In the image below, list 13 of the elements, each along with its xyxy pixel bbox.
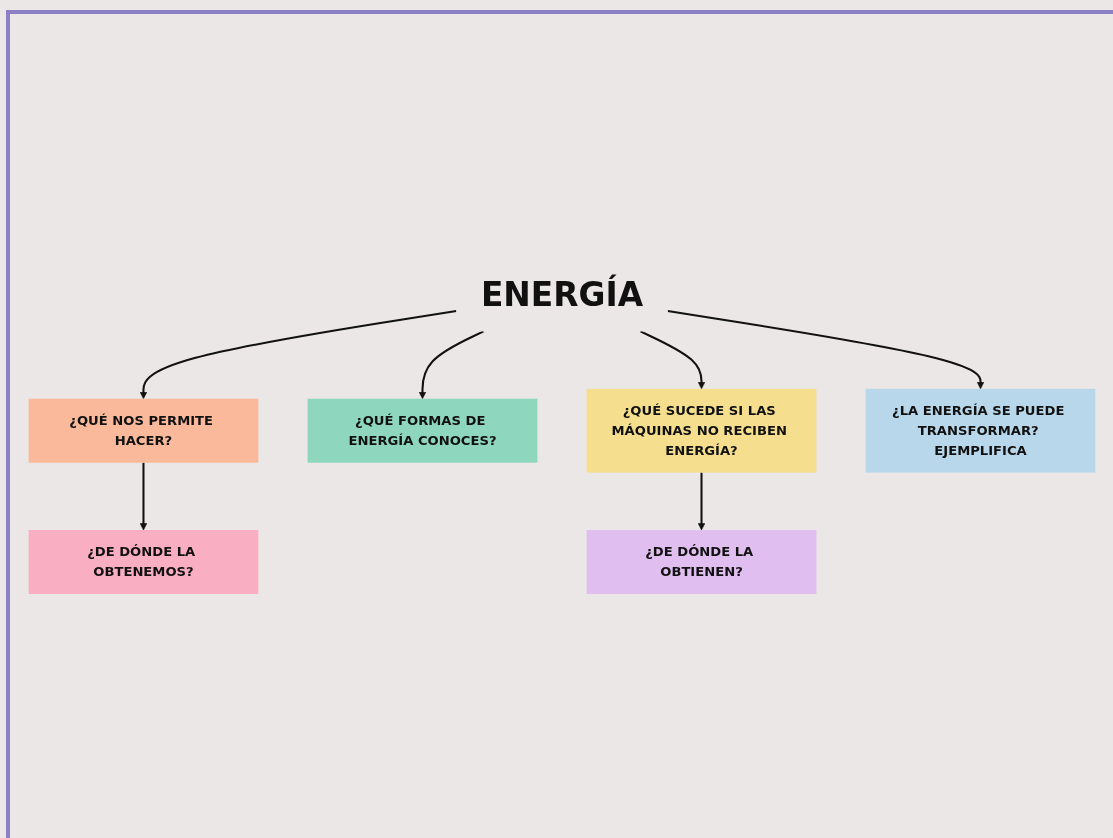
arrow [139,462,147,531]
node-box: ¿DE DÓNDE LA OBTIENEN? [586,530,816,595]
node-box: ¿DE DÓNDE LA OBTENEMOS? [28,530,258,595]
node-box: ¿QUÉ NOS PERMITE HACER? [28,398,258,463]
arrow [667,310,984,390]
arrow [697,472,705,531]
arrow [639,330,705,390]
node-text: ENERGÍA [480,275,643,314]
node-box: ¿LA ENERGÍA SE PUEDE TRANSFORMAR? EJEMPLIFICA [865,389,1095,473]
node-box: ¿QUÉ FORMAS DE ENERGÍA CONOCES? [307,398,537,463]
arrow [418,330,484,400]
arrow [139,310,456,400]
node-box: ¿QUÉ SUCEDE SI LAS MÁQUINAS NO RECIBEN ENERGÍA? [586,389,816,473]
